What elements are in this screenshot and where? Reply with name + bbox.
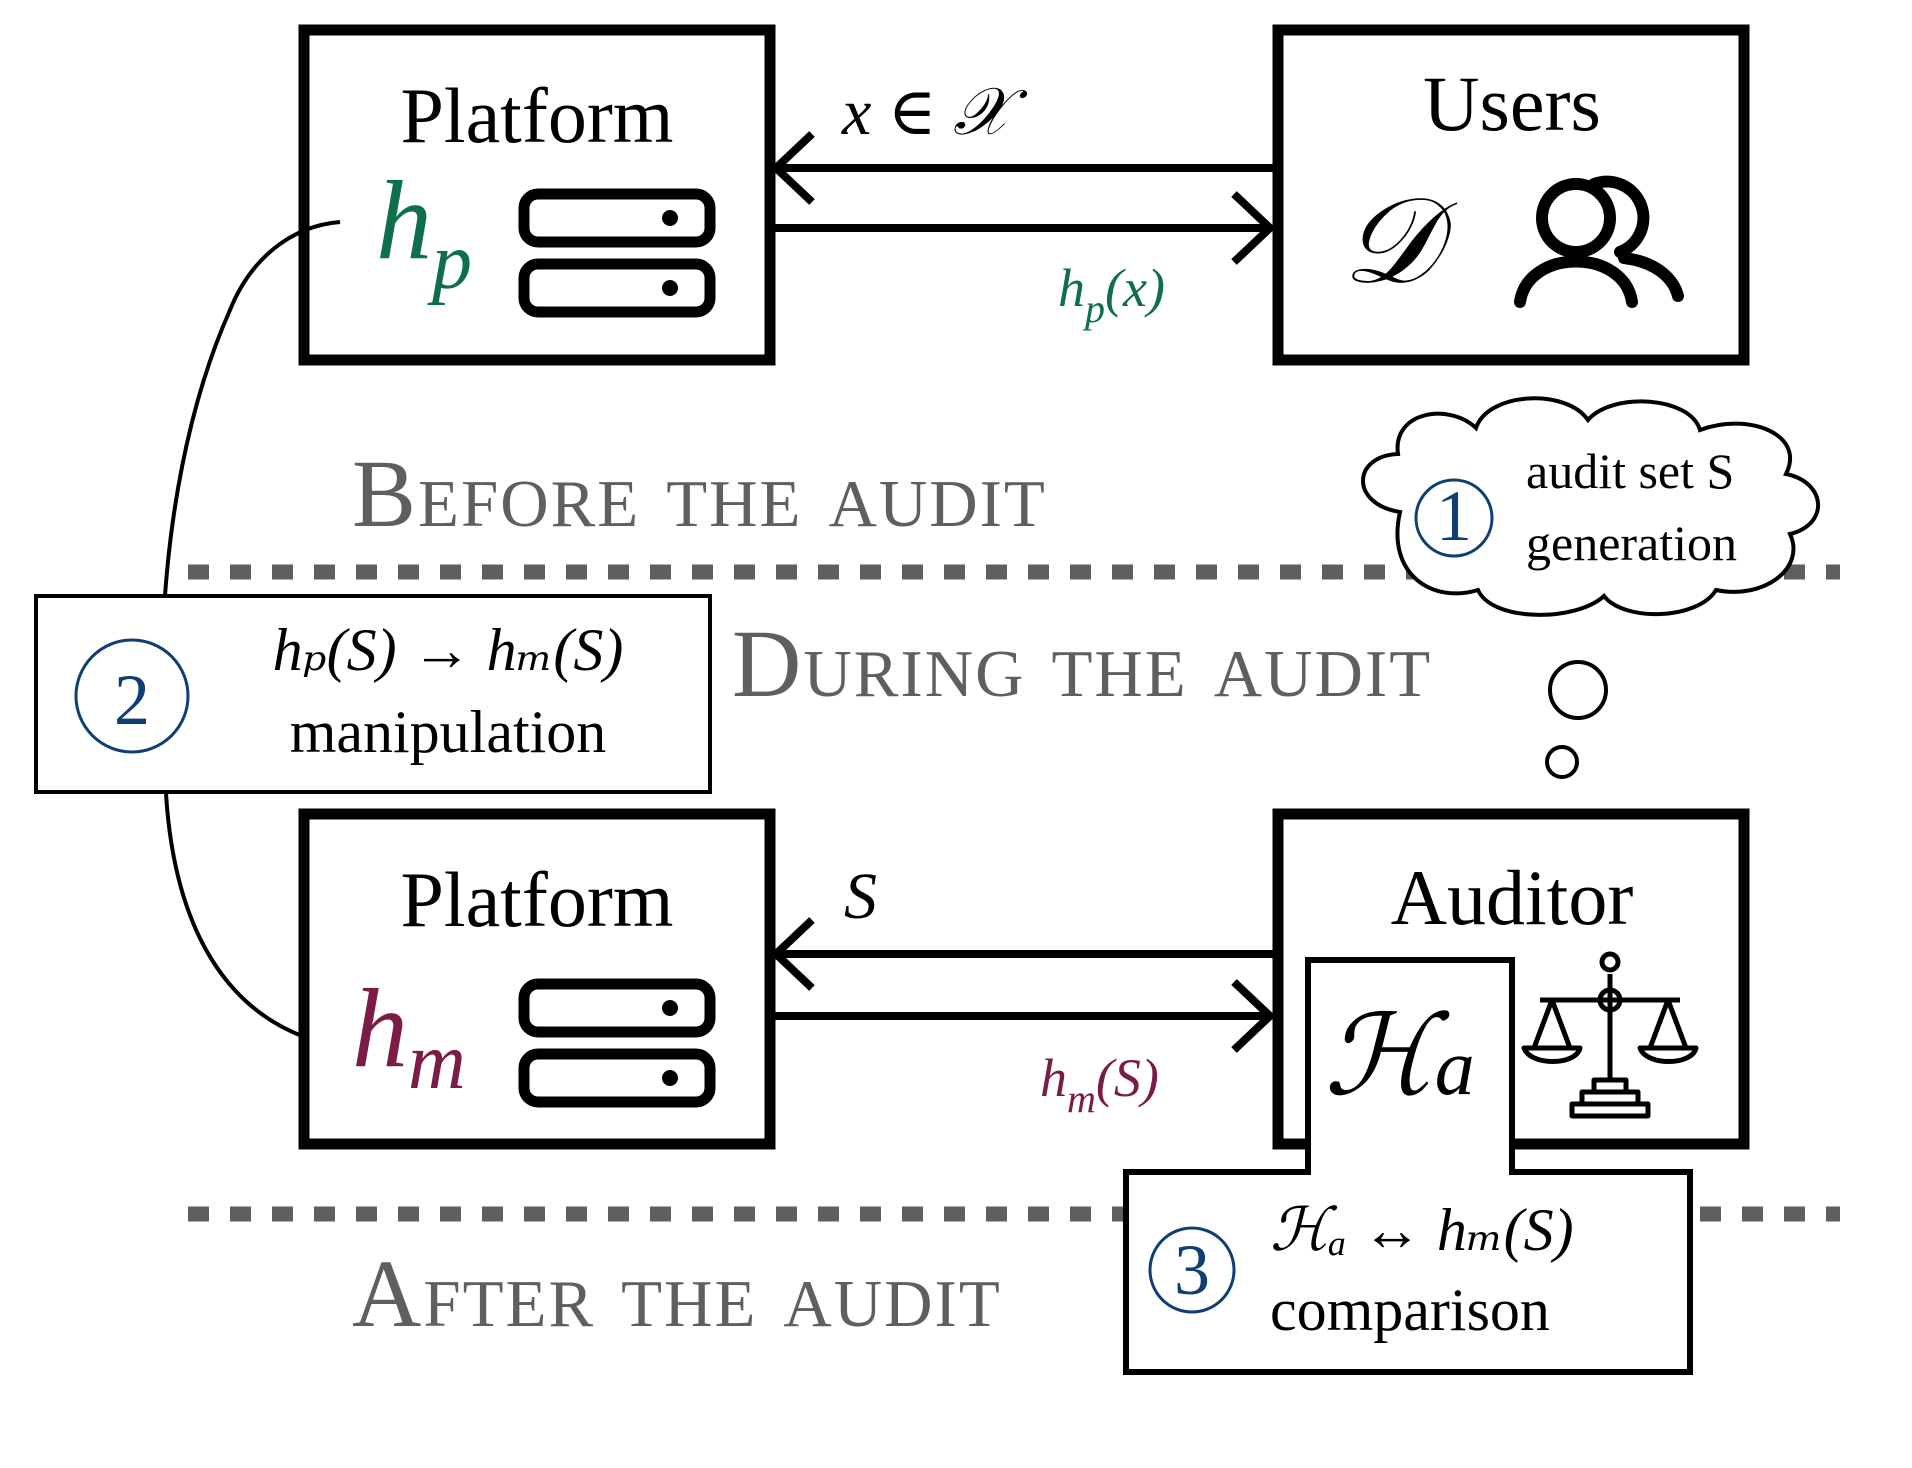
response-top-sub: p xyxy=(1082,286,1105,331)
thought-cloud-icon xyxy=(1361,396,1820,617)
step-3-line1: ℋₐ ↔ hₘ(S) xyxy=(1270,1197,1574,1263)
response-label-bottom: hm(S) xyxy=(1040,1048,1159,1121)
step-1-line2: generation xyxy=(1526,515,1737,571)
ha-subscript: a xyxy=(1435,1024,1475,1112)
phase-before-label: Before the audit xyxy=(352,440,1047,547)
query-arrowhead-bottom xyxy=(770,917,815,991)
response-arrowhead-top xyxy=(1231,191,1276,265)
step-2-number: 2 xyxy=(114,660,150,740)
thought-bubble-small xyxy=(1545,745,1579,779)
response-arrowhead-bottom xyxy=(1231,979,1276,1053)
step-1-line1: audit set S xyxy=(1526,443,1734,499)
step-1-circle xyxy=(1414,478,1494,558)
hm-subscript: m xyxy=(408,1018,466,1106)
step-3-box xyxy=(1123,957,1693,1375)
ha-symbol: ℋ xyxy=(1324,995,1450,1119)
response-top-h: h xyxy=(1058,258,1085,318)
response-bottom-sub: m xyxy=(1067,1076,1096,1121)
hp-subscript: p xyxy=(427,218,472,306)
step-3-line2: comparison xyxy=(1270,1277,1550,1343)
step-2-line2: manipulation xyxy=(290,699,607,765)
phase-during-label: During the audit xyxy=(732,610,1432,717)
scales-icon xyxy=(1521,951,1699,1119)
response-bottom-h: h xyxy=(1040,1048,1067,1108)
step-2-line1: hₚ(S) → hₘ(S) xyxy=(273,617,624,683)
manipulation-curve xyxy=(160,220,341,661)
users-icon xyxy=(1514,175,1684,308)
auditor-title: Auditor xyxy=(1391,854,1634,941)
platform-title-bottom: Platform xyxy=(401,856,674,943)
response-label-top: hp(x) xyxy=(1058,258,1165,331)
phase-after-label: After the audit xyxy=(352,1240,1002,1347)
query-arrowhead-top xyxy=(770,131,815,205)
query-label-top: x ∈ 𝒳 xyxy=(841,76,1028,149)
thought-bubble-large xyxy=(1548,660,1608,720)
platform-model-hp: hp xyxy=(376,159,472,306)
response-bottom-arg: (S) xyxy=(1096,1048,1159,1108)
query-label-bottom: S xyxy=(844,860,877,933)
manipulation-curve-lower xyxy=(164,793,303,1038)
step-3-number: 3 xyxy=(1174,1230,1210,1310)
step-3-circle xyxy=(1148,1226,1236,1314)
response-top-arg: (x) xyxy=(1105,258,1165,318)
platform-model-hm: hm xyxy=(352,967,466,1106)
platform-title-top: Platform xyxy=(401,72,674,159)
hm-symbol: h xyxy=(352,967,408,1091)
step-1-number: 1 xyxy=(1436,476,1472,556)
hypothesis-set-ha: ℋa xyxy=(1324,995,1475,1119)
step-2-circle xyxy=(74,638,190,754)
hp-symbol: h xyxy=(376,159,432,283)
step-2-box xyxy=(34,594,712,794)
users-title: Users xyxy=(1423,60,1601,147)
users-box xyxy=(1272,24,1750,366)
